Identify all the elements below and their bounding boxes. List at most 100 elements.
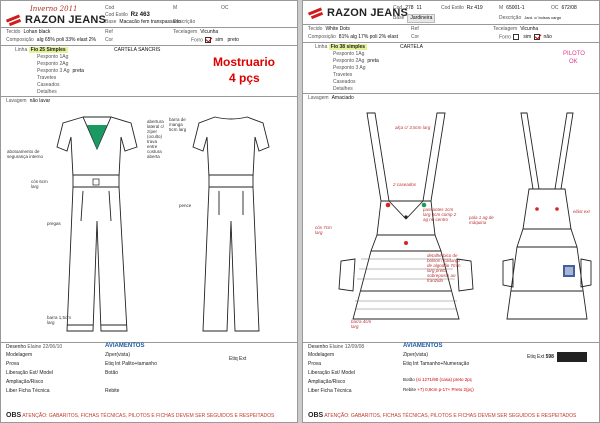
sheet-footer: Desenho Elaine 22/06/10 AVIAMENTOS Model… bbox=[1, 342, 297, 422]
rebite-field: Rebite +7) 0,9cm p-17+ Preto 2(pç) bbox=[403, 387, 474, 392]
footer-prova: Prova bbox=[308, 361, 322, 367]
ref-field: Ref bbox=[411, 26, 419, 32]
cor-field: Cor bbox=[105, 37, 114, 43]
stamp-piloto: PILOTO bbox=[563, 51, 585, 57]
note-abotoamento: abotoamento de segurança interno bbox=[7, 149, 44, 159]
note-barra: barra 4cm larg bbox=[351, 319, 372, 329]
m-field: M bbox=[173, 5, 178, 11]
desenho-field: Desenho Elaine 22/06/10 bbox=[6, 344, 63, 350]
forro-field: Forro sim não bbox=[499, 34, 552, 41]
note-pregas: pregas bbox=[47, 221, 61, 226]
linha-field: Linha Fio 25 Simples bbox=[15, 47, 68, 53]
label-swatch bbox=[557, 352, 587, 362]
travetes: Travetes bbox=[333, 72, 353, 78]
footer-liberacao: Liberação Est/ Model bbox=[308, 370, 355, 376]
note-caseados: 2 caseados bbox=[393, 182, 417, 187]
footer-liber-ficha: Liber Ficha Técnica bbox=[308, 388, 352, 394]
obs-note: OBS ATENÇÃO: GABARITOS, FICHAS TÉCNICAS,… bbox=[6, 412, 275, 419]
travetes: Travetes bbox=[37, 75, 57, 81]
jumpsuit-back-sketch bbox=[192, 116, 270, 332]
stamp-quantity: 4 pçs bbox=[229, 71, 260, 85]
forro-sim-checkbox[interactable] bbox=[513, 34, 520, 40]
footer-liberacao: Liberação Est/ Model bbox=[6, 370, 53, 376]
oc-field: OC bbox=[221, 5, 229, 11]
note-passantes: passantes 1cm larg 6cm comp 2 ag no cent… bbox=[423, 207, 457, 222]
etiq-int-field: Etiq Int Tamanho+Numeração bbox=[403, 361, 470, 367]
botao-field: Botão (si 1271/90 (casa) preto 2pç bbox=[403, 377, 473, 382]
cartela-field: CARTELA bbox=[400, 44, 423, 50]
ziper-field: Ziper(vista) bbox=[403, 352, 429, 358]
brand-name: RAZON JEANS bbox=[25, 14, 107, 26]
rebite-field: Rebite bbox=[105, 388, 120, 394]
footer-modelagem: Modelagem bbox=[308, 352, 335, 358]
footer-ampliacao: Ampliação/Risco bbox=[6, 379, 44, 385]
tech-sheet-jumpsuit: Inverno 2011 RAZON JEANS Cod M OC Cod Es… bbox=[0, 0, 298, 423]
overalls-back-sketch bbox=[502, 112, 592, 320]
caseados: Caseados bbox=[333, 79, 356, 85]
aviamentos-heading: AVIAMENTOS bbox=[403, 343, 443, 349]
linha-field: Linha Fio 38 simples bbox=[315, 44, 368, 50]
stamp-ok: OK bbox=[569, 59, 578, 65]
cod-field: Cod bbox=[105, 5, 115, 11]
note-abertura: abertura lateral c/ zíper (oculto) trava… bbox=[147, 119, 165, 159]
forro-field: Forro sim preto bbox=[191, 37, 239, 44]
overalls-front-sketch bbox=[338, 112, 474, 320]
brand-block: RAZON JEANS bbox=[308, 7, 408, 19]
note-detalhe: detalhe bico de bolsos / cadarço de algo… bbox=[427, 253, 461, 283]
footer-ampliacao: Ampliação/Risco bbox=[308, 379, 346, 385]
pesponto-1: Pesponto 1Ag bbox=[37, 54, 69, 60]
detalhes: Detalhes bbox=[37, 89, 57, 95]
note-barra-manga: barra de manga 5cm larg bbox=[169, 117, 187, 132]
note-alca: alça c/ 3,5cm larg bbox=[395, 125, 431, 130]
brand-name: RAZON JEANS bbox=[327, 7, 409, 19]
desenho-field: Desenho Elaine 12/09/08 bbox=[308, 344, 365, 350]
season-label: Inverno 2011 bbox=[30, 5, 78, 13]
footer-liber-ficha: Liber Ficha Técnica bbox=[6, 388, 50, 394]
sheet-divider bbox=[298, 0, 302, 423]
pesponto-2: Pesponto 2Ag bbox=[37, 61, 69, 67]
pesponto-1: Pesponto 1Ag bbox=[333, 51, 365, 57]
note-cos: cós 7cm larg bbox=[315, 225, 332, 235]
footer-prova: Prova bbox=[6, 361, 20, 367]
descricao-field: Descrição bbox=[173, 19, 196, 25]
detalhes: Detalhes bbox=[333, 86, 353, 92]
etiq-ext-field: Etiq Ext bbox=[229, 356, 247, 362]
obs-note: OBS ATENÇÃO: GABARITOS, FICHAS TÉCNICAS,… bbox=[308, 412, 577, 419]
ziper-field: Ziper(vista) bbox=[105, 352, 131, 358]
brand-logo-icon bbox=[6, 14, 22, 26]
brand-block: Inverno 2011 RAZON JEANS bbox=[6, 5, 106, 26]
cor-field: Cor bbox=[411, 34, 420, 40]
aviamentos-heading: AVIAMENTOS bbox=[105, 343, 145, 349]
note-cos: cós 6cm larg bbox=[31, 179, 48, 189]
stamp-mostruario: Mostruario bbox=[213, 55, 276, 69]
forro-sim-checkbox[interactable] bbox=[205, 37, 212, 43]
forro-nao-checkbox[interactable] bbox=[533, 34, 540, 40]
note-pence: pence bbox=[179, 203, 192, 208]
etiq-int-field: Etiq Int Palito+tamanho bbox=[105, 361, 157, 367]
etiq-ext-field: Etiq Ext 598 bbox=[527, 354, 554, 360]
botao-field: Botão bbox=[105, 370, 119, 376]
brand-logo-icon bbox=[308, 7, 324, 19]
note-elastico: elást ext bbox=[573, 209, 590, 214]
note-barra: barra 1,5cm larg bbox=[47, 315, 72, 325]
pesponto-3: Pesponto 3 Ag bbox=[333, 65, 366, 71]
cartela-field: CARTELA SANCRIS bbox=[114, 47, 161, 53]
note-pala: pala 1 ag de máquina bbox=[469, 215, 494, 225]
ref-field: Ref bbox=[105, 29, 113, 35]
